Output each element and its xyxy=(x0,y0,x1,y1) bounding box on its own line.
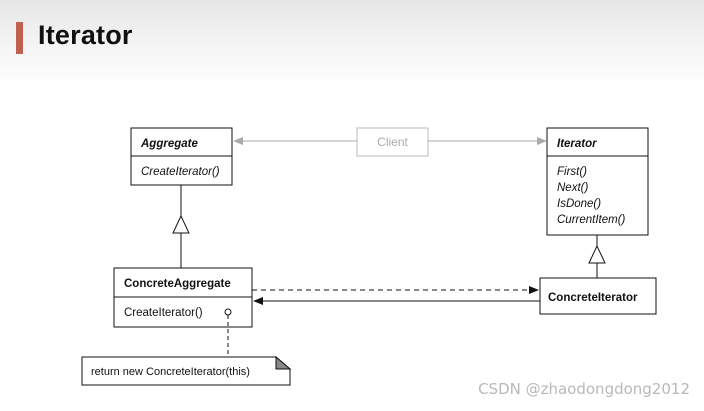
watermark: CSDN @zhaodongdong2012 xyxy=(478,380,690,398)
iterator-method-first: First() xyxy=(557,166,587,178)
class-iterator: Iterator First() Next() IsDone() Current… xyxy=(546,127,649,236)
header-band xyxy=(0,0,704,86)
concrete-aggregate-method: CreateIterator() xyxy=(124,307,203,319)
page-title: Iterator xyxy=(38,20,133,50)
class-concrete-aggregate: ConcreteAggregate CreateIterator() xyxy=(113,267,253,328)
class-concrete-iterator: ConcreteIterator xyxy=(539,277,657,315)
client-label: Client xyxy=(377,135,408,149)
note-text: return new ConcreteIterator(this) xyxy=(91,366,250,378)
implementation-note: return new ConcreteIterator(this) xyxy=(81,355,292,386)
aggregate-name: Aggregate xyxy=(140,138,198,150)
title-accent-bar xyxy=(16,22,23,54)
concrete-iterator-name: ConcreteIterator xyxy=(548,292,638,304)
iterator-method-isdone: IsDone() xyxy=(557,198,601,210)
concrete-aggregate-name: ConcreteAggregate xyxy=(124,278,231,290)
iterator-method-currentitem: CurrentItem() xyxy=(557,214,626,226)
class-aggregate: Aggregate CreateIterator() xyxy=(130,127,233,186)
iterator-method-next: Next() xyxy=(557,182,588,194)
client-box: Client xyxy=(356,127,429,157)
aggregate-method: CreateIterator() xyxy=(141,166,220,178)
iterator-name: Iterator xyxy=(557,138,597,150)
inheritance-iterator xyxy=(588,235,606,278)
inheritance-aggregate xyxy=(172,185,190,268)
